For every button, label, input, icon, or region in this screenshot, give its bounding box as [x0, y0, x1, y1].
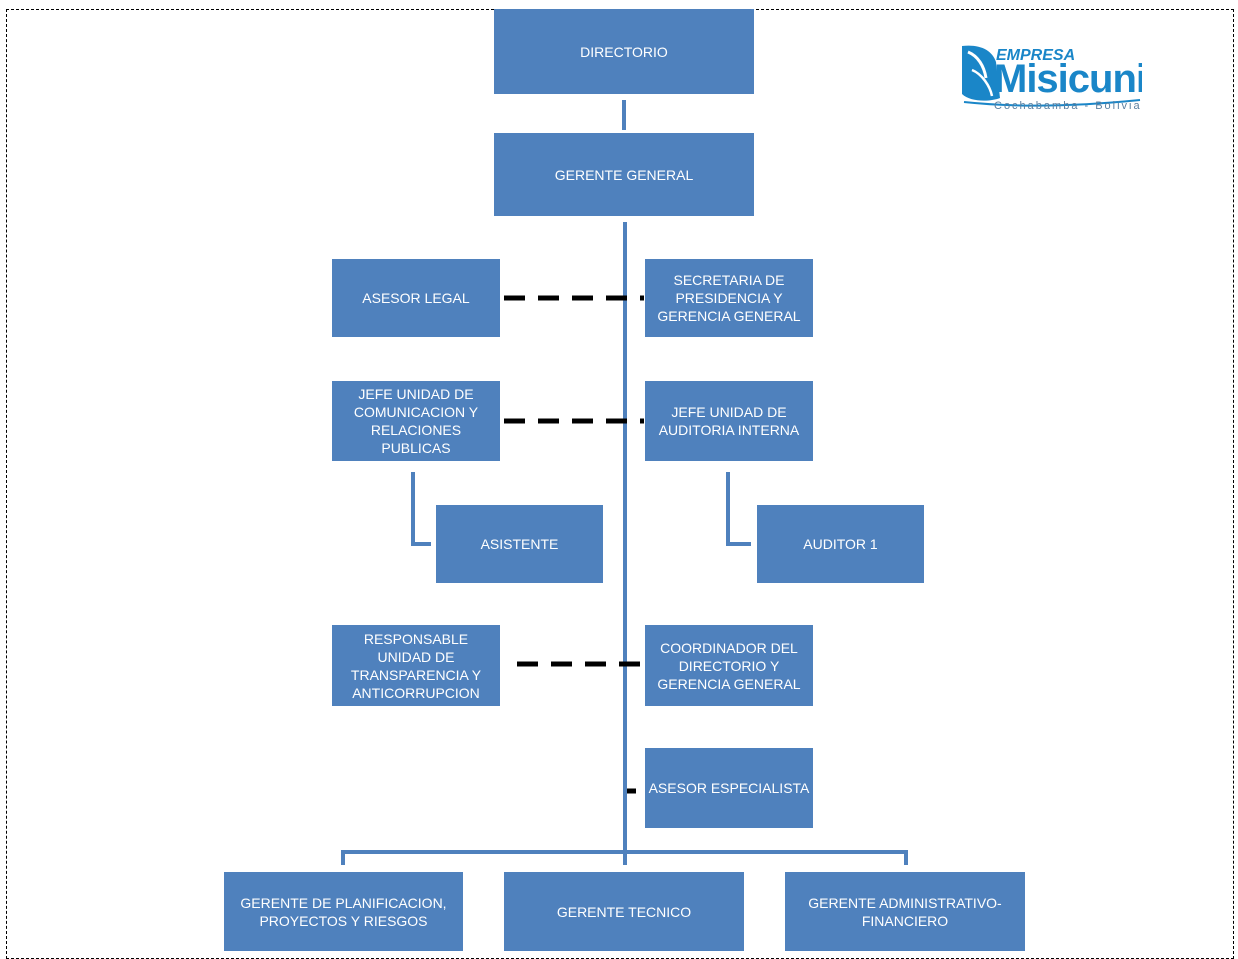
misicuni-logo: EMPRESA Misicuni Cochabamba - Bolivia — [960, 42, 1147, 112]
box-auditor: AUDITOR 1 — [757, 505, 924, 583]
logo-top-text: EMPRESA — [996, 47, 1075, 64]
logo-subtitle: Cochabamba - Bolivia — [994, 100, 1142, 110]
box-secretaria: SECRETARIA DE PRESIDENCIA Y GERENCIA GEN… — [645, 259, 813, 337]
connector-asistente — [411, 472, 431, 546]
box-gerente-tecnico: GERENTE TECNICO — [504, 872, 744, 951]
box-jefe-comunicacion: JEFE UNIDAD DE COMUNICACION Y RELACIONES… — [332, 381, 500, 461]
box-responsable-transparencia: RESPONSABLE UNIDAD DE TRANSPARENCIA Y AN… — [332, 625, 500, 706]
box-asesor-legal: ASESOR LEGAL — [332, 259, 500, 337]
box-coordinador: COORDINADOR DEL DIRECTORIO Y GERENCIA GE… — [645, 625, 813, 706]
connector-auditor — [726, 472, 751, 546]
box-directorio: DIRECTORIO — [494, 9, 754, 94]
box-gerente-general: GERENTE GENERAL — [494, 133, 754, 216]
box-asistente: ASISTENTE — [436, 505, 603, 583]
logo-name: Misicuni — [994, 57, 1142, 101]
connector-gerentes-bar — [341, 850, 908, 865]
box-gerente-administrativo: GERENTE ADMINISTRATIVO- FINANCIERO — [785, 872, 1025, 951]
box-jefe-auditoria: JEFE UNIDAD DE AUDITORIA INTERNA — [645, 381, 813, 461]
box-asesor-especialista: ASESOR ESPECIALISTA — [645, 748, 813, 828]
box-gerente-planificacion: GERENTE DE PLANIFICACION, PROYECTOS Y RI… — [224, 872, 463, 951]
